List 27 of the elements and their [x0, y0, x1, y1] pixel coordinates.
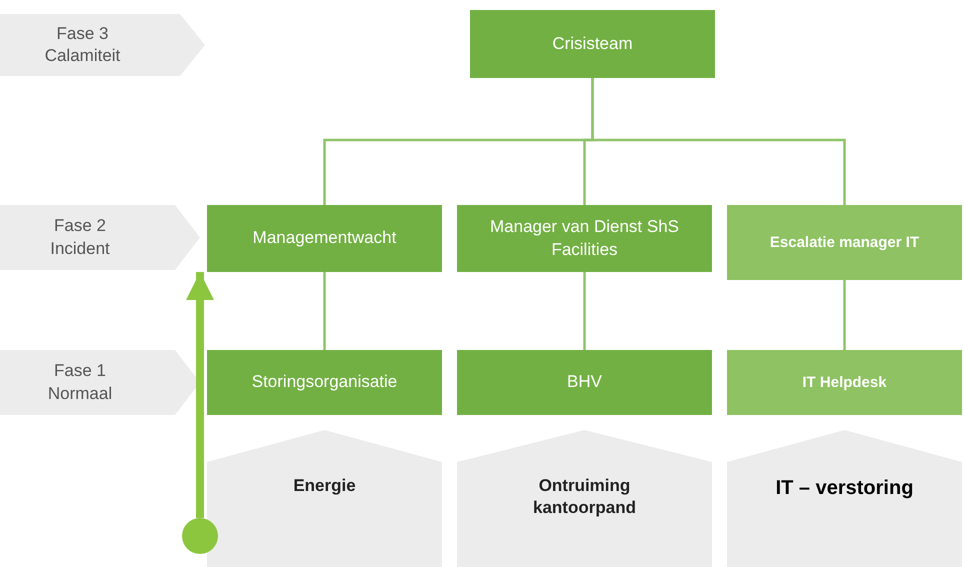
role-box [457, 350, 712, 415]
role-label: IT Helpdesk [801, 372, 888, 392]
role-label: Storingsorganisatie [250, 371, 398, 394]
role-box [727, 205, 962, 280]
role-label: BHV [566, 371, 603, 394]
role-box [470, 10, 715, 78]
phase-label: Fase 3 Calamiteit [44, 22, 122, 67]
connector-line [591, 78, 846, 205]
connector-line [583, 272, 586, 350]
role-box [207, 205, 442, 272]
role-label: Crisisteam [551, 32, 634, 55]
scenario-label: Ontruiming kantoorpand [532, 475, 637, 520]
scenario-label: IT – verstoring [774, 476, 914, 501]
role-label: Escalatie manager IT [768, 232, 920, 252]
role-box [727, 350, 962, 415]
connector-line [323, 272, 326, 350]
role-label: Manager van Dienst ShS Facilities [489, 216, 680, 260]
arrow [186, 272, 214, 518]
role-box [207, 350, 442, 415]
phase-label: Fase 1 Normaal [46, 360, 114, 404]
role-label: Managementwacht [252, 227, 398, 250]
scenario-house [207, 430, 442, 567]
phase-label: Fase 2 Incident [49, 215, 111, 260]
start-circle [182, 518, 218, 554]
role-box [457, 205, 712, 272]
connector-line [843, 280, 846, 350]
scenario-label: Energie [292, 475, 357, 497]
